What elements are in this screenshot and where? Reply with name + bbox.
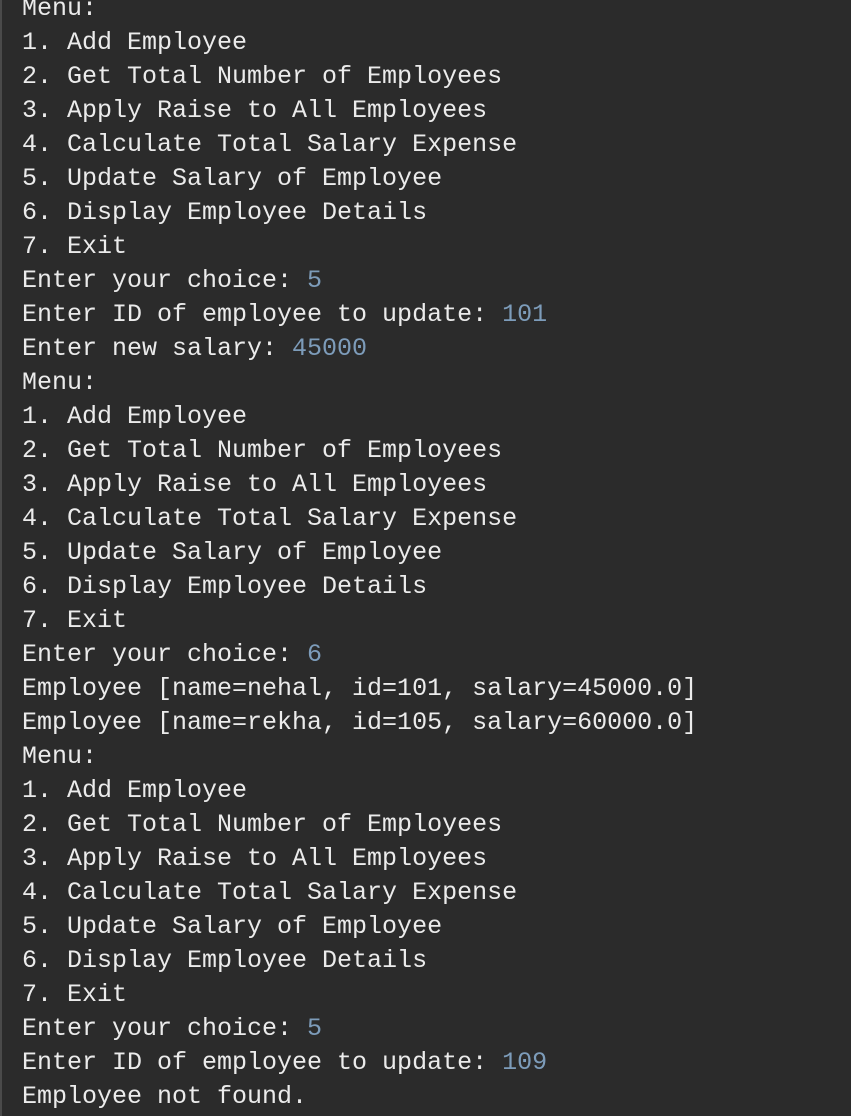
- console-line: Enter your choice: 6: [22, 638, 851, 672]
- console-output-text: 4. Calculate Total Salary Expense: [22, 130, 518, 159]
- console-output-text: 3. Apply Raise to All Employees: [22, 470, 488, 499]
- console-output-text: 6. Display Employee Details: [22, 198, 428, 227]
- console-line: Menu:: [22, 366, 851, 400]
- console-line: 5. Update Salary of Employee: [22, 162, 851, 196]
- console-output-text: 6. Display Employee Details: [22, 572, 428, 601]
- console-user-input: 6: [307, 640, 323, 669]
- console-output-text: 1. Add Employee: [22, 776, 248, 805]
- console-output-text: Menu:: [22, 0, 98, 23]
- console-line: 6. Display Employee Details: [22, 944, 851, 978]
- console-line: Menu:: [22, 740, 851, 774]
- console-line: 7. Exit: [22, 978, 851, 1012]
- console-line: 2. Get Total Number of Employees: [22, 434, 851, 468]
- console-output-text: 5. Update Salary of Employee: [22, 912, 443, 941]
- console-user-input: 5: [307, 1014, 323, 1043]
- console-line: Enter ID of employee to update: 109: [22, 1046, 851, 1080]
- console-line: 2. Get Total Number of Employees: [22, 808, 851, 842]
- console-output-text: 1. Add Employee: [22, 28, 248, 57]
- console-lines: Menu: 1. Add Employee 2. Get Total Number …: [22, 0, 851, 1114]
- console-user-input: 45000: [292, 334, 368, 363]
- console-output-text: 3. Apply Raise to All Employees: [22, 844, 488, 873]
- console-line: 3. Apply Raise to All Employees: [22, 842, 851, 876]
- console-line: Employee [name=rekha, id=105, salary=600…: [22, 706, 851, 740]
- console-output-text: 2. Get Total Number of Employees: [22, 810, 503, 839]
- console-output-text: Enter your choice:: [22, 266, 308, 295]
- console-output-text: 7. Exit: [22, 606, 128, 635]
- console-output-text: 2. Get Total Number of Employees: [22, 436, 503, 465]
- console-line: Menu:: [22, 0, 851, 26]
- console-output-text: 7. Exit: [22, 232, 128, 261]
- console-output-text: Enter your choice:: [22, 1014, 308, 1043]
- console-output-text: Enter ID of employee to update:: [22, 1048, 503, 1077]
- console-output-text: 4. Calculate Total Salary Expense: [22, 878, 518, 907]
- console-line: Enter new salary: 45000: [22, 332, 851, 366]
- console-output-text: Enter new salary:: [22, 334, 293, 363]
- console-line: 3. Apply Raise to All Employees: [22, 94, 851, 128]
- console-user-input: 101: [502, 300, 548, 329]
- console-output-text: Employee not found.: [22, 1082, 308, 1111]
- console-line: 4. Calculate Total Salary Expense: [22, 128, 851, 162]
- console-line: 4. Calculate Total Salary Expense: [22, 502, 851, 536]
- console-line: Enter your choice: 5: [22, 264, 851, 298]
- console-line: 4. Calculate Total Salary Expense: [22, 876, 851, 910]
- console-output-text: Menu:: [22, 368, 98, 397]
- console-line: 1. Add Employee: [22, 26, 851, 60]
- console-line: Enter your choice: 5: [22, 1012, 851, 1046]
- console-output-text: Employee [name=rekha, id=105, salary=600…: [22, 708, 698, 737]
- console-output-text: 5. Update Salary of Employee: [22, 538, 443, 567]
- console-line: 3. Apply Raise to All Employees: [22, 468, 851, 502]
- console-output-text: 4. Calculate Total Salary Expense: [22, 504, 518, 533]
- console-line: Enter ID of employee to update: 101: [22, 298, 851, 332]
- console-line: Employee [name=nehal, id=101, salary=450…: [22, 672, 851, 706]
- console-output-text: Menu:: [22, 742, 98, 771]
- console-output-text: 7. Exit: [22, 980, 128, 1009]
- console-line: 1. Add Employee: [22, 400, 851, 434]
- console-output-text: Enter ID of employee to update:: [22, 300, 503, 329]
- console-line: 2. Get Total Number of Employees: [22, 60, 851, 94]
- console-line: 5. Update Salary of Employee: [22, 910, 851, 944]
- console-line: 5. Update Salary of Employee: [22, 536, 851, 570]
- console-output-text: Employee [name=nehal, id=101, salary=450…: [22, 674, 698, 703]
- console-output-text: 2. Get Total Number of Employees: [22, 62, 503, 91]
- console-line: 7. Exit: [22, 230, 851, 264]
- console-line: Employee not found.: [22, 1080, 851, 1114]
- console-line: 6. Display Employee Details: [22, 570, 851, 604]
- console-line: 1. Add Employee: [22, 774, 851, 808]
- console-output-text: Enter your choice:: [22, 640, 308, 669]
- console-user-input: 109: [502, 1048, 548, 1077]
- console-user-input: 5: [307, 266, 323, 295]
- console-output-text: 5. Update Salary of Employee: [22, 164, 443, 193]
- console-output-text: 1. Add Employee: [22, 402, 248, 431]
- console-line: 7. Exit: [22, 604, 851, 638]
- console-output-text: 6. Display Employee Details: [22, 946, 428, 975]
- console-output-text: 3. Apply Raise to All Employees: [22, 96, 488, 125]
- console-line: 6. Display Employee Details: [22, 196, 851, 230]
